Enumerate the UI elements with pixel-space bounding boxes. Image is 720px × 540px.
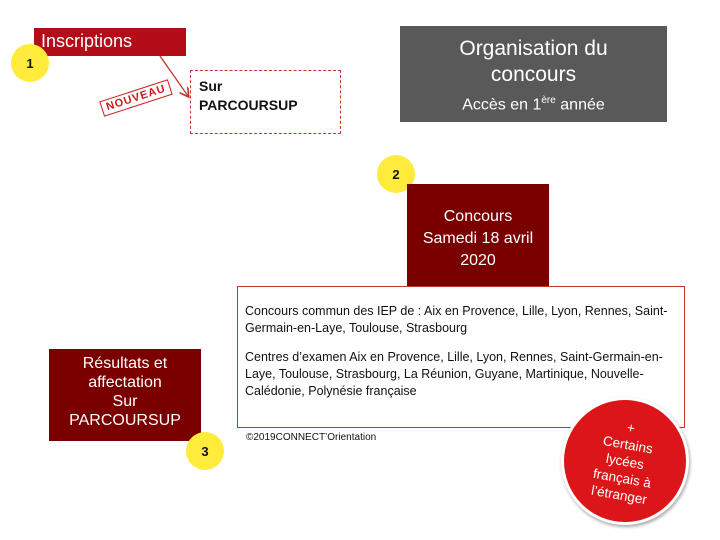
title-box: Organisation du concours Accès en 1ère a… — [400, 26, 667, 122]
title-line3: Accès en 1ère année — [400, 90, 667, 116]
inscriptions-box: Inscriptions — [34, 28, 186, 56]
concours-line1: Concours — [443, 208, 513, 225]
title-line3-prefix: Accès en 1 — [462, 96, 542, 114]
title-line3-suffix: année — [555, 96, 605, 114]
title-line3-sup: ère — [541, 95, 556, 106]
title-line1: Organisation du — [459, 37, 608, 60]
details-exam-centers: Centres d’examen Aix en Provence, Lille,… — [245, 350, 663, 398]
concours-line3: 2020 — [460, 252, 496, 269]
parcoursup-line2: PARCOURSUP — [199, 97, 298, 113]
results-line3: Sur — [112, 393, 138, 410]
parcoursup-registration-box: Sur PARCOURSUP — [190, 70, 341, 134]
concours-line2: Samedi 18 avril — [422, 230, 534, 247]
copyright-text: ©2019CONNECT’Orientation — [246, 432, 377, 443]
results-line2: affectation — [88, 374, 162, 391]
step-1-number: 1 — [26, 55, 34, 71]
details-iep-list: Concours commun des IEP de : Aix en Prov… — [245, 304, 668, 335]
foreign-schools-circle: + Certains lycées français à l’étranger — [561, 397, 689, 525]
results-line4: PARCOURSUP — [69, 412, 181, 429]
details-box: Concours commun des IEP de : Aix en Prov… — [237, 286, 685, 428]
results-line1: Résultats et — [82, 355, 168, 372]
arrow-line — [159, 55, 188, 96]
step-3-number: 3 — [201, 443, 209, 459]
title-line2: concours — [490, 63, 577, 86]
foreign-schools-text: + Certains lycées français à l’étranger — [573, 411, 676, 510]
step-2-number: 2 — [392, 166, 400, 182]
step-1-badge: 1 — [11, 44, 49, 82]
parcoursup-line1: Sur — [199, 78, 223, 94]
results-box: Résultats et affectation Sur PARCOURSUP — [49, 349, 201, 441]
inscriptions-label: Inscriptions — [41, 31, 133, 51]
concours-box: Concours Samedi 18 avril 2020 — [407, 184, 549, 294]
step-3-badge: 3 — [186, 432, 224, 470]
